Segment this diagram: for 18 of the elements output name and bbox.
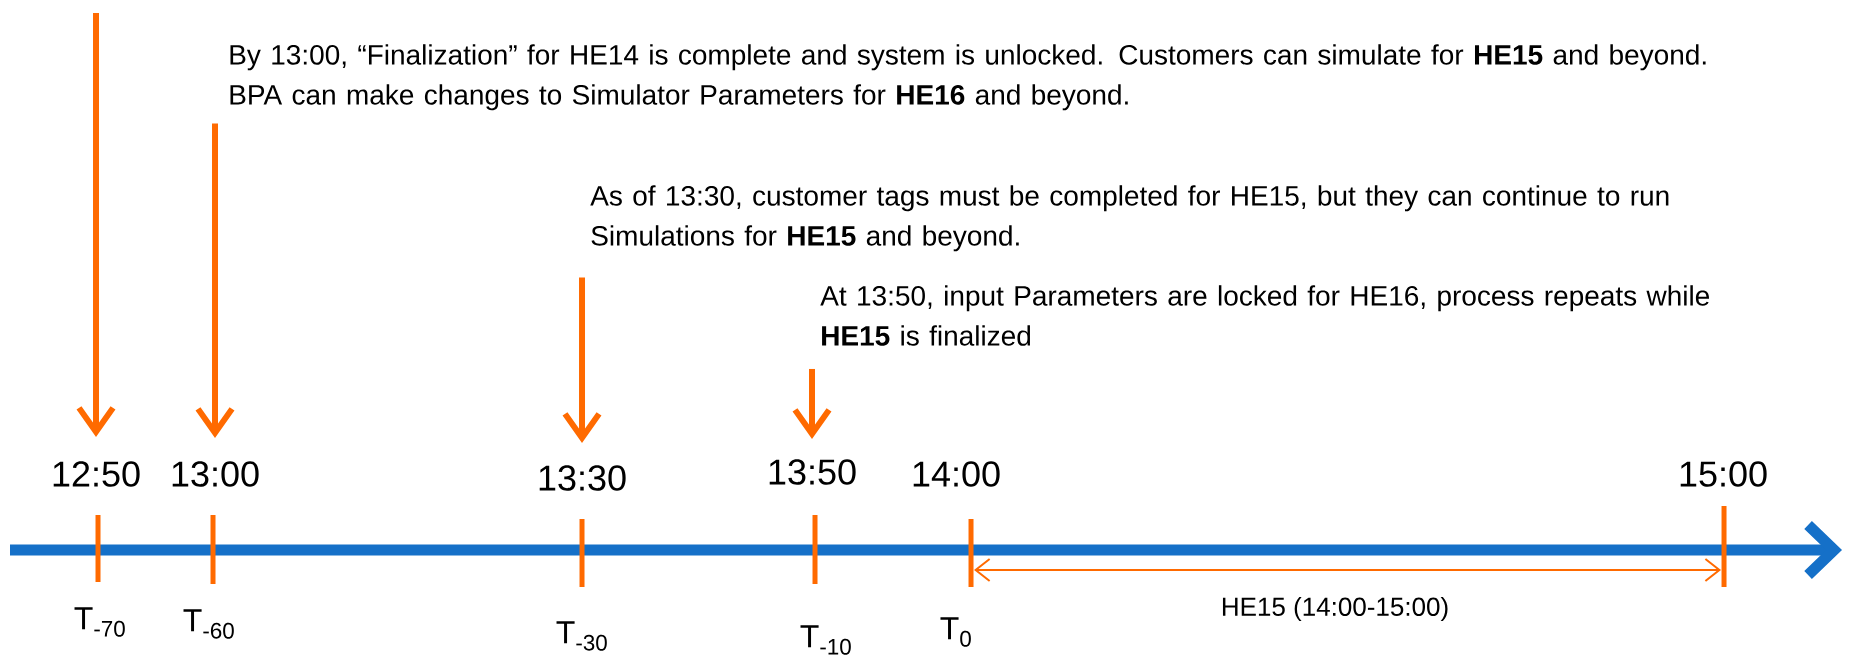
arrow [562,277,602,444]
time-label: 13:50 [769,459,856,485]
offset-label: T$_{0}$ [940,617,971,647]
time-label: 13:30 [539,465,626,491]
note-text: At 13:50, input Parameters are locked for HE16, process repeats while HE15 is finalized [820,285,1710,346]
time-label: 12:50 [53,461,140,487]
note-text: As of 13:30, customer tags must be completed for HE15, but they can continue to run Simulations for HE15 and beyond. [590,185,1669,252]
arrow [195,123,235,439]
time-label: 15:00 [1680,461,1767,487]
time-label: 13:00 [172,461,259,487]
offset-label: T$_{-30}$ [556,621,607,651]
offset-label: T$_{-70}$ [74,607,125,637]
span-label: HE15 (14:00-15:00) [1222,596,1448,622]
time-label: 14:00 [913,461,1000,487]
offset-label: T$_{-10}$ [800,625,851,655]
offset-label: T$_{-60}$ [183,609,234,639]
arrow [76,13,116,438]
note-text: By 13:00, “Finalization” for HE14 is complete and system is unlocked. Customers can simulate for HE15 and beyond. BPA can make changes to Simulator Parameters for HE16 and beyond. [230,44,1706,111]
